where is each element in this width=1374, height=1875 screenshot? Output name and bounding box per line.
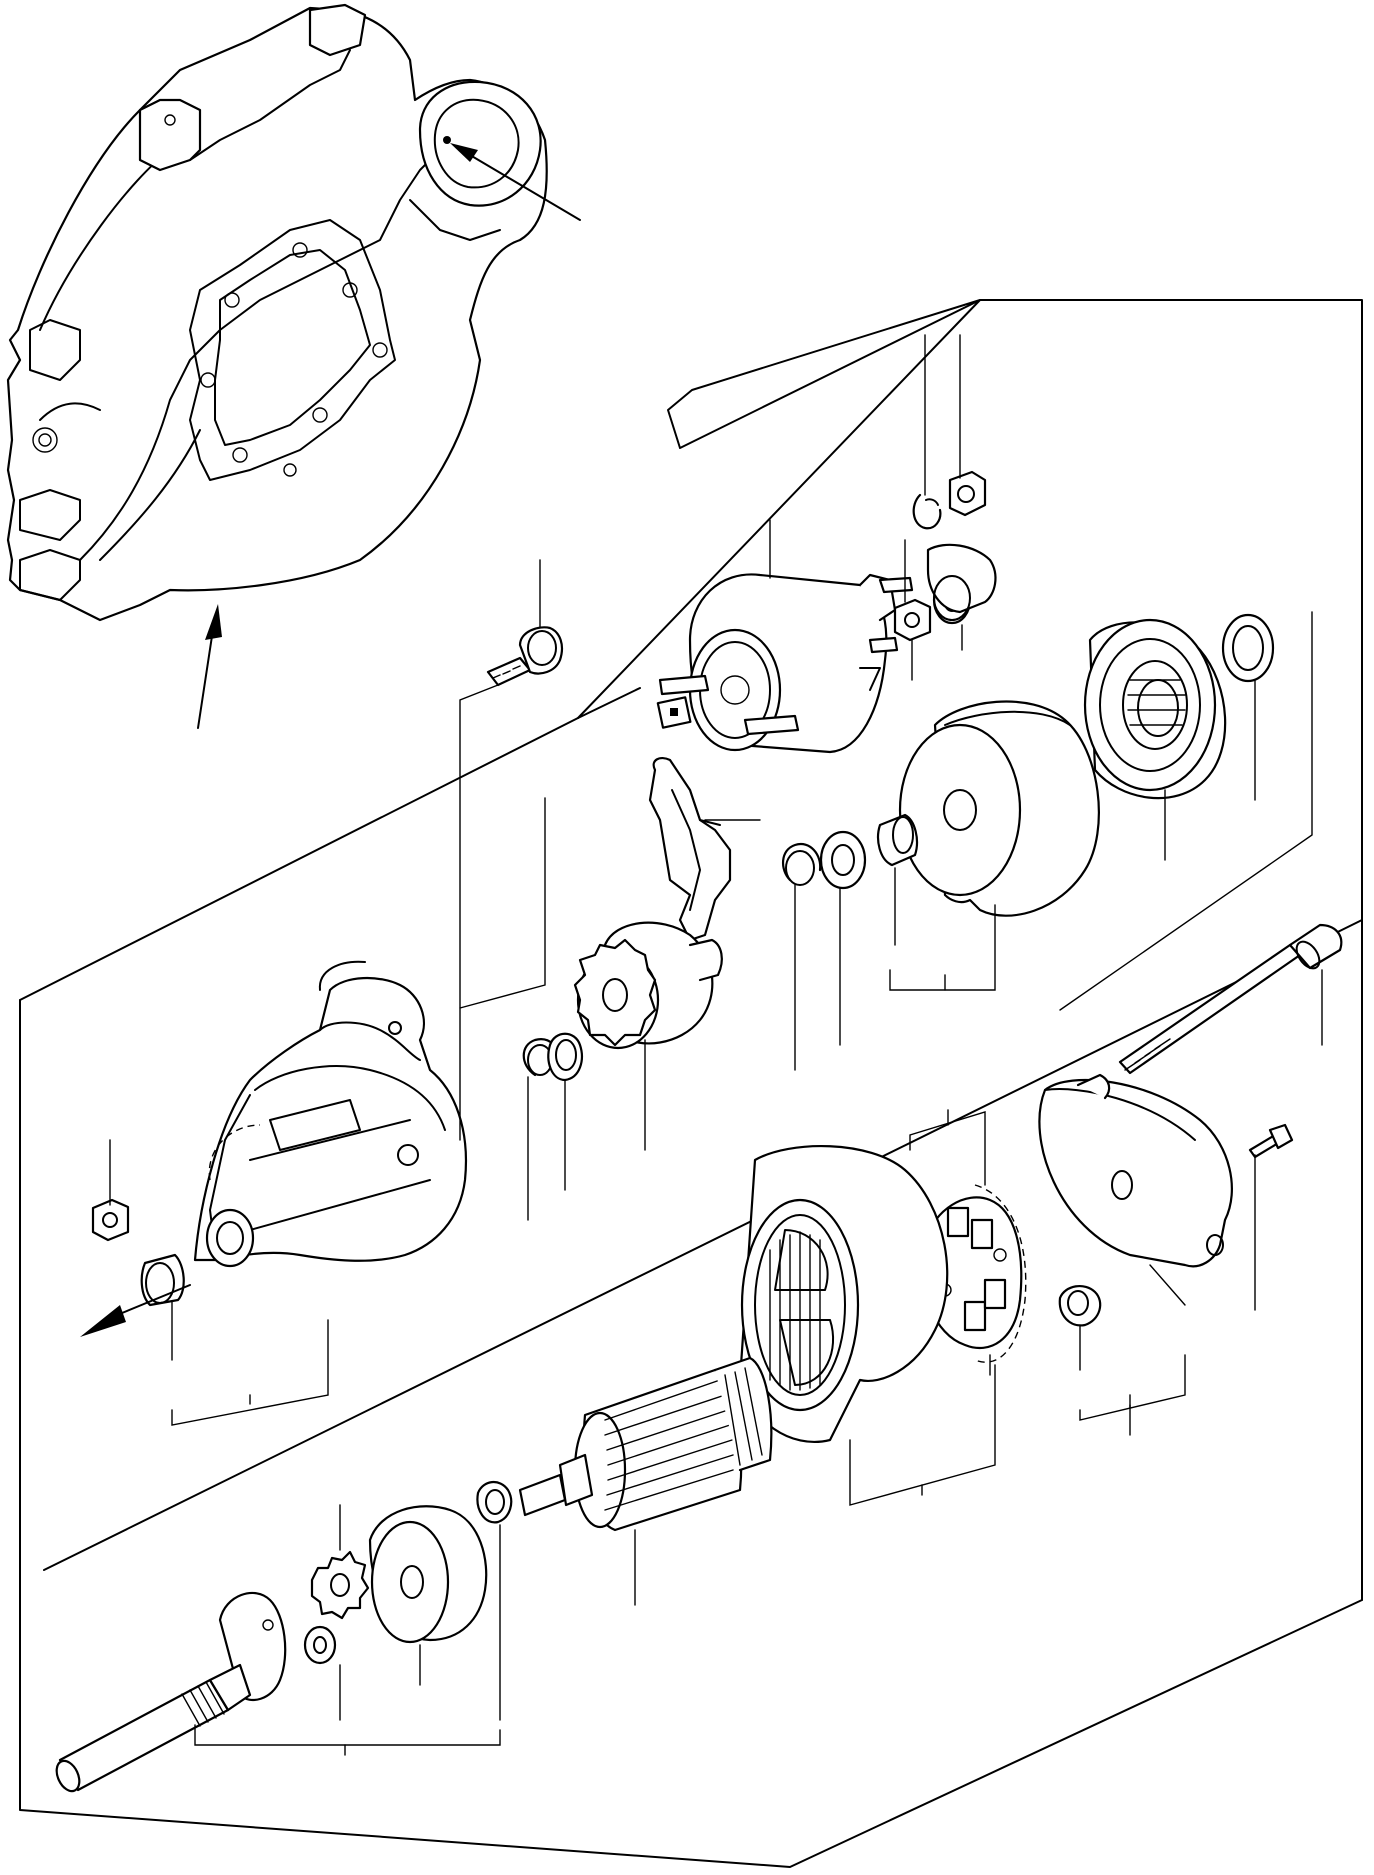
bearing-cover bbox=[1221, 613, 1275, 683]
rear-cover bbox=[1038, 1073, 1233, 1268]
snap-ring bbox=[782, 842, 822, 886]
brush-holder bbox=[921, 1184, 1027, 1363]
housing-nut bbox=[91, 1198, 130, 1242]
thrust-washer bbox=[819, 830, 867, 890]
housing-arrow-upper bbox=[450, 143, 581, 221]
housing-bolt bbox=[486, 626, 564, 687]
housing-bushing bbox=[140, 1253, 185, 1307]
drive-housing-cylinder bbox=[898, 700, 1100, 917]
nut bbox=[948, 470, 987, 517]
frame-top-left-edge bbox=[19, 717, 579, 1001]
bushing bbox=[876, 813, 919, 867]
housing-arrow-lower bbox=[197, 604, 222, 729]
terminal-cap bbox=[926, 543, 997, 621]
drive-housing bbox=[193, 960, 467, 1268]
planet-gear bbox=[310, 1550, 370, 1620]
frame-middle-divider bbox=[43, 919, 1363, 1571]
armature bbox=[518, 1356, 773, 1532]
leader-lines bbox=[109, 334, 1323, 1756]
shaft-washer bbox=[303, 1625, 337, 1665]
armature-bearing bbox=[476, 1481, 513, 1524]
rear-bushing bbox=[1058, 1284, 1102, 1327]
through-bolt bbox=[1118, 923, 1343, 1075]
frame-outline bbox=[19, 299, 1363, 1868]
spring-washer bbox=[912, 493, 942, 530]
gear-case bbox=[1083, 618, 1227, 800]
frame-leader-guide bbox=[577, 687, 641, 719]
terminal-nut bbox=[893, 598, 932, 642]
yoke-field-coil bbox=[738, 1144, 949, 1443]
solenoid-switch bbox=[656, 573, 914, 754]
output-arrow bbox=[80, 1284, 191, 1337]
pinion-stop-collar bbox=[547, 1032, 583, 1082]
frame-inner-edge bbox=[577, 299, 981, 719]
pinion-clutch bbox=[573, 921, 723, 1050]
flywheel-housing bbox=[6, 3, 548, 622]
planet-plate bbox=[368, 1505, 488, 1644]
shift-lever bbox=[648, 756, 732, 942]
drive-shaft bbox=[55, 1591, 287, 1793]
cover-screw bbox=[1248, 1123, 1294, 1159]
